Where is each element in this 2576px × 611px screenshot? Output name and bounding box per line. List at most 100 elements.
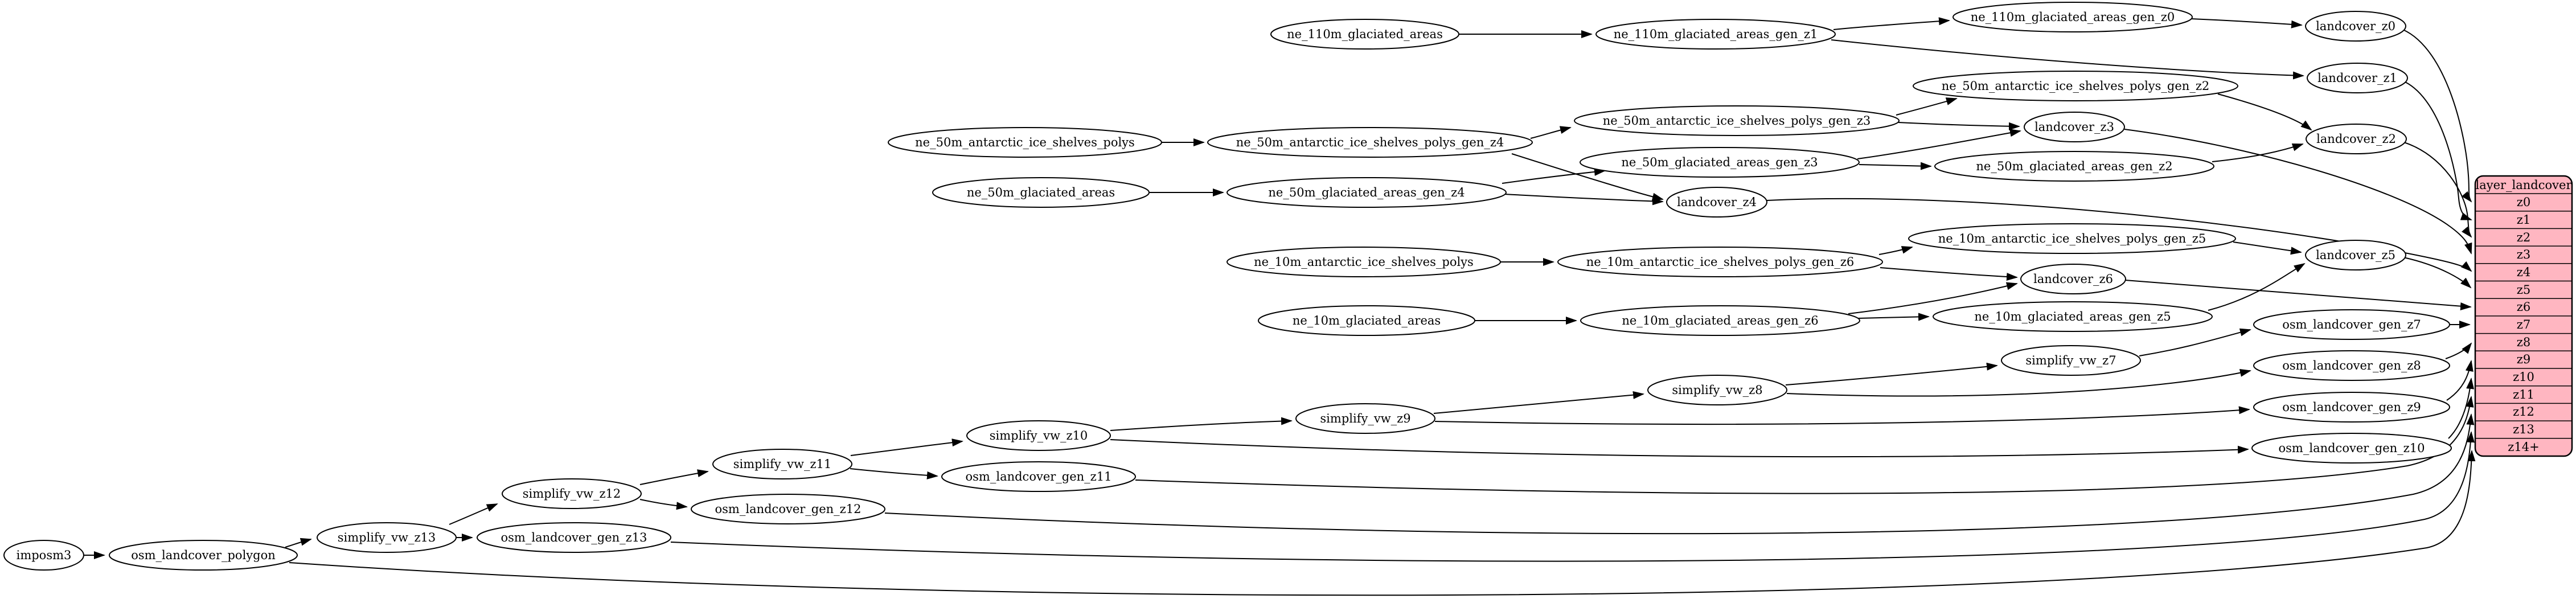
svg-text:osm_landcover_gen_z7: osm_landcover_gen_z7 [2282, 318, 2421, 331]
node-ne_10m_glaciated_areas_gen_z5: ne_10m_glaciated_areas_gen_z5 [1933, 301, 2213, 332]
svg-text:landcover_z2: landcover_z2 [2316, 132, 2396, 146]
svg-text:simplify_vw_z12: simplify_vw_z12 [523, 487, 621, 501]
svg-text:osm_landcover_gen_z12: osm_landcover_gen_z12 [715, 502, 862, 516]
node-osm_landcover_gen_z13: osm_landcover_gen_z13 [477, 522, 671, 553]
table-layer-landcover: layer_landcover z0 z1 z2 z3 z4 z5 z6 z7 … [2474, 175, 2573, 457]
edge-ne_110m_gen_z0-to-landcover_z0 [2191, 18, 2303, 28]
svg-text:landcover_z5: landcover_z5 [2316, 248, 2395, 262]
svg-text:ne_10m_glaciated_areas_gen_z5: ne_10m_glaciated_areas_gen_z5 [1974, 310, 2171, 323]
table-row-z0: z0 [2517, 195, 2530, 209]
edge-ne_50m_antarctic_gen_z3-to-gen_z2 [1896, 97, 1958, 116]
edge-ne_50m_antarctic_gen_z2-to-landcover_z2 [2217, 93, 2312, 131]
table-title: layer_landcover [2475, 178, 2572, 192]
node-simplify_vw_z12: simplify_vw_z12 [502, 478, 642, 509]
svg-text:landcover_z0: landcover_z0 [2316, 19, 2395, 33]
node-landcover_z6: landcover_z6 [2020, 264, 2126, 294]
table-row-z4: z4 [2517, 265, 2530, 279]
edge-ne_50m_glaciated_gen_z4-to-landcover_z4 [1504, 194, 1664, 206]
table-row-z10: z10 [2513, 370, 2534, 384]
edge-ne_110m_gen_z1-to-landcover_z1 [1831, 39, 2304, 80]
svg-text:ne_110m_glaciated_areas_gen_z1: ne_110m_glaciated_areas_gen_z1 [1614, 27, 1818, 41]
edge-simplify_vw_z10-to-osm_landcover_gen_z10 [1110, 439, 2249, 458]
svg-text:ne_50m_glaciated_areas_gen_z3: ne_50m_glaciated_areas_gen_z3 [1621, 155, 1818, 169]
edge-simplify_vw_z7-to-osm_landcover_gen_z7 [2139, 328, 2251, 356]
edge-osm_landcover_gen_z9-to-row-z9 [2446, 360, 2474, 401]
edge-simplify_vw_z9-to-osm_landcover_gen_z9 [1434, 406, 2250, 425]
svg-text:ne_50m_antarctic_ice_shelves_p: ne_50m_antarctic_ice_shelves_polys_gen_z… [1603, 114, 1871, 128]
svg-text:ne_50m_glaciated_areas_gen_z4: ne_50m_glaciated_areas_gen_z4 [1268, 186, 1465, 199]
svg-text:osm_landcover_polygon: osm_landcover_polygon [131, 548, 276, 562]
node-simplify_vw_z8: simplify_vw_z8 [1647, 375, 1787, 405]
edge-simplify_vw_z8-to-osm_landcover_gen_z8 [1786, 369, 2251, 397]
edge-osm_landcover_polygon-to-row-z14 [289, 450, 2476, 596]
edge-osm_landcover_gen_z8-to-row-z8 [2445, 342, 2472, 359]
edge-ne_50m_antarctic_gen_z4-to-landcover_z4 [1511, 153, 1664, 201]
edge-simplify_vw_z11-to-simplify_vw_z10 [850, 438, 963, 456]
svg-text:ne_50m_antarctic_ice_shelves_p: ne_50m_antarctic_ice_shelves_polys_gen_z… [1942, 79, 2210, 93]
table-row-z1: z1 [2517, 213, 2530, 227]
node-imposm3: imposm3 [3, 540, 84, 571]
edge-ne_50m_antarctic_gen_z4-to-gen_z3 [1530, 126, 1572, 139]
node-osm_landcover_gen_z11: osm_landcover_gen_z11 [941, 461, 1136, 492]
edge-ne_50m_glaciated_gen_z3-to-landcover_z3 [1857, 129, 2021, 159]
table-row-z14plus: z14+ [2508, 440, 2539, 454]
svg-text:osm_landcover_gen_z11: osm_landcover_gen_z11 [966, 470, 1112, 483]
svg-text:ne_50m_glaciated_areas: ne_50m_glaciated_areas [967, 186, 1115, 199]
node-ne_50m_antarctic_ice_shelves_polys_gen_z3: ne_50m_antarctic_ice_shelves_polys_gen_z… [1574, 105, 1900, 136]
table-row-z9: z9 [2517, 352, 2530, 366]
svg-text:ne_50m_glaciated_areas_gen_z2: ne_50m_glaciated_areas_gen_z2 [1976, 159, 2172, 173]
svg-text:ne_10m_antarctic_ice_shelves_p: ne_10m_antarctic_ice_shelves_polys_gen_z… [1586, 255, 1855, 269]
svg-text:landcover_z4: landcover_z4 [1677, 195, 1757, 209]
svg-text:osm_landcover_gen_z10: osm_landcover_gen_z10 [2279, 441, 2425, 455]
node-ne_10m_glaciated_areas_gen_z6: ne_10m_glaciated_areas_gen_z6 [1580, 305, 1860, 336]
table-row-z5: z5 [2517, 283, 2530, 297]
svg-text:simplify_vw_z7: simplify_vw_z7 [2025, 354, 2116, 367]
svg-text:ne_50m_antarctic_ice_shelves_p: ne_50m_antarctic_ice_shelves_polys_gen_z… [1236, 136, 1504, 149]
svg-text:simplify_vw_z13: simplify_vw_z13 [338, 531, 436, 544]
edge-osm_landcover_gen_z13-to-row-z13 [670, 431, 2475, 562]
node-ne_50m_antarctic_ice_shelves_polys_gen_z2: ne_50m_antarctic_ice_shelves_polys_gen_z… [1913, 71, 2238, 101]
table-row-z8: z8 [2517, 335, 2530, 349]
node-ne_50m_glaciated_areas_gen_z3: ne_50m_glaciated_areas_gen_z3 [1580, 147, 1860, 178]
edge-ne_10m_antarctic_gen_z6-to-gen_z5 [1878, 246, 1913, 255]
node-ne_10m_glaciated_areas: ne_10m_glaciated_areas [1258, 305, 1475, 336]
svg-text:osm_landcover_gen_z9: osm_landcover_gen_z9 [2282, 400, 2421, 414]
node-simplify_vw_z10: simplify_vw_z10 [966, 420, 1111, 451]
node-ne_10m_antarctic_ice_shelves_polys_gen_z5: ne_10m_antarctic_ice_shelves_polys_gen_z… [1908, 223, 2236, 254]
node-osm_landcover_gen_z10: osm_landcover_gen_z10 [2251, 433, 2452, 464]
edge-simplify_vw_z10-to-simplify_vw_z9 [1110, 417, 1293, 431]
node-simplify_vw_z9: simplify_vw_z9 [1295, 403, 1435, 434]
edge-ne_50m_glaciated_gen_z2-to-landcover_z2 [2212, 143, 2304, 162]
edge-ne_50m_glaciated_gen_z3-to-gen_z2 [1859, 162, 1932, 170]
node-ne_10m_antarctic_ice_shelves_polys: ne_10m_antarctic_ice_shelves_polys [1227, 247, 1501, 277]
table-row-z13: z13 [2513, 423, 2534, 436]
node-landcover_z0: landcover_z0 [2305, 11, 2406, 42]
svg-text:ne_110m_glaciated_areas: ne_110m_glaciated_areas [1287, 27, 1443, 41]
svg-text:ne_50m_antarctic_ice_shelves_p: ne_50m_antarctic_ice_shelves_polys [915, 136, 1135, 149]
node-osm_landcover_gen_z7: osm_landcover_gen_z7 [2253, 309, 2450, 340]
node-landcover_z5: landcover_z5 [2305, 240, 2406, 270]
node-simplify_vw_z13: simplify_vw_z13 [317, 522, 457, 553]
table-row-z11: z11 [2513, 388, 2534, 401]
edge-osm_landcover_gen_z10-to-row-z10 [2448, 378, 2475, 439]
edge-ne_110m_gen_z1-to-gen_z0 [1833, 17, 1950, 30]
edge-simplify_vw_z8-to-simplify_vw_z7 [1785, 362, 1998, 386]
svg-text:ne_10m_antarctic_ice_shelves_p: ne_10m_antarctic_ice_shelves_polys_gen_z… [1938, 232, 2206, 245]
node-osm_landcover_gen_z9: osm_landcover_gen_z9 [2253, 392, 2450, 423]
svg-text:imposm3: imposm3 [17, 548, 72, 562]
svg-text:osm_landcover_gen_z13: osm_landcover_gen_z13 [501, 531, 647, 544]
node-ne_50m_antarctic_ice_shelves_polys_gen_z4: ne_50m_antarctic_ice_shelves_polys_gen_z… [1207, 127, 1533, 158]
node-ne_110m_glaciated_areas_gen_z0: ne_110m_glaciated_areas_gen_z0 [1952, 2, 2193, 32]
svg-text:simplify_vw_z8: simplify_vw_z8 [1672, 383, 1762, 397]
svg-text:landcover_z1: landcover_z1 [2317, 71, 2397, 85]
table-row-z7: z7 [2517, 318, 2530, 331]
edge-ne_10m_antarctic_gen_z6-to-landcover_z6 [1880, 267, 2018, 281]
edge-osm_landcover_polygon-to-simplify_vw_z13 [285, 538, 312, 548]
edge-simplify_vw_z11-to-osm_landcover_gen_z11 [850, 468, 938, 479]
node-landcover_z4: landcover_z4 [1666, 187, 1767, 218]
edge-ne_10m_antarctic_gen_z5-to-landcover_z5 [2233, 241, 2302, 255]
edge-landcover_z5-to-row-z5 [2403, 257, 2472, 289]
table-row-z12: z12 [2513, 405, 2534, 419]
